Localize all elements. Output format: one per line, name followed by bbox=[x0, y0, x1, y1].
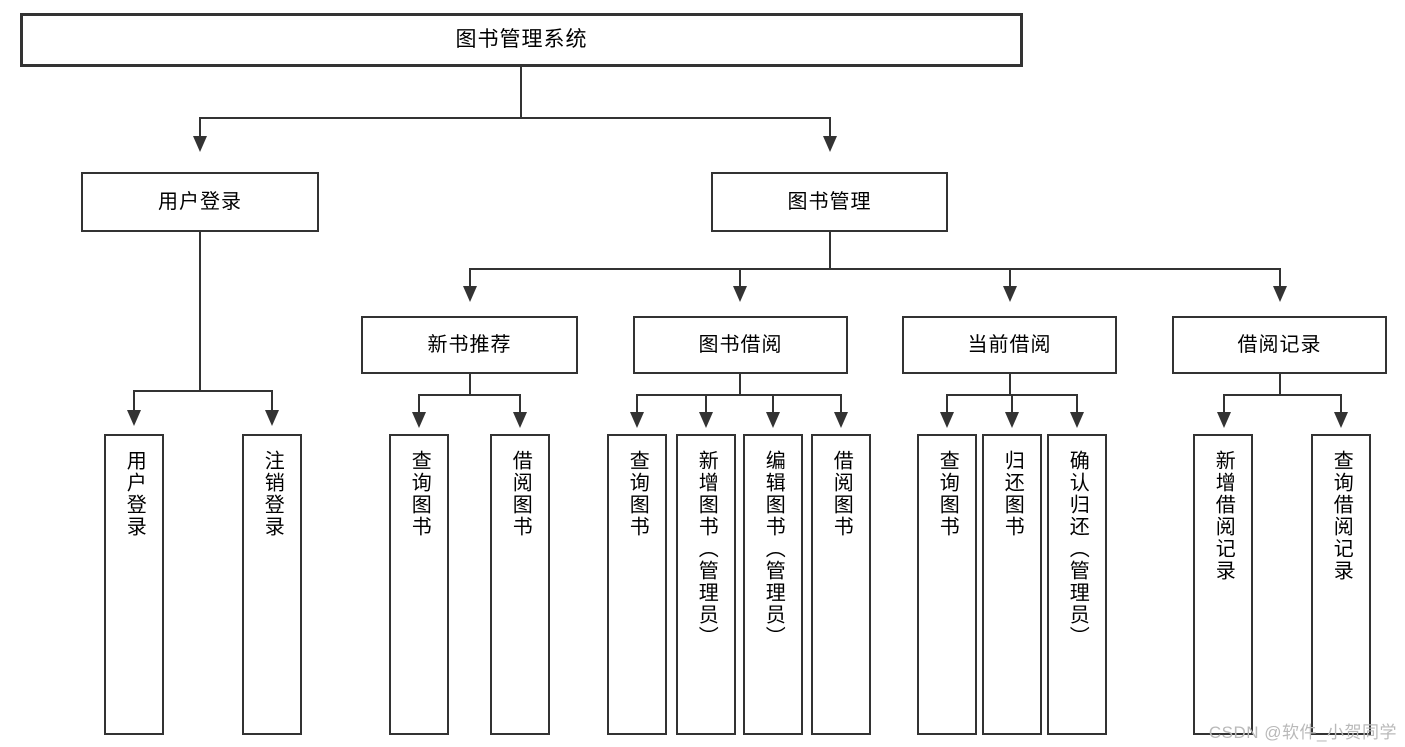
node-current-borrow[interactable]: 当前借阅 bbox=[902, 316, 1117, 374]
connector-level1-drop-left bbox=[199, 117, 201, 138]
connector-book-borrow-drop-4 bbox=[840, 394, 842, 414]
node-label: 新书推荐 bbox=[427, 333, 512, 356]
leaf-add-book-admin[interactable]: 新增图书（管理员） bbox=[676, 434, 736, 735]
connector-level1-drop-right bbox=[829, 117, 831, 138]
node-label: 当前借阅 bbox=[967, 333, 1052, 356]
connector-new-book-rec-drop-1 bbox=[418, 394, 420, 414]
leaf-user-login[interactable]: 用户登录 bbox=[104, 434, 164, 735]
arrow-to-new-book-rec bbox=[463, 286, 477, 302]
arrow-to-leaf-borrow-book-2 bbox=[834, 412, 848, 428]
connector-book-borrow-bus bbox=[636, 394, 842, 396]
arrow-to-leaf-logout bbox=[265, 410, 279, 426]
node-label: 借阅图书 bbox=[509, 450, 532, 538]
connector-level3-drop-4 bbox=[1279, 268, 1281, 288]
node-label: 借阅图书 bbox=[830, 450, 853, 538]
node-label: 图书借阅 bbox=[698, 333, 783, 356]
arrow-to-leaf-query-book-1 bbox=[412, 412, 426, 428]
arrow-to-current-borrow bbox=[1003, 286, 1017, 302]
node-label: 新增借阅记录 bbox=[1212, 450, 1235, 582]
connector-borrow-record-stem bbox=[1279, 374, 1281, 396]
node-borrow-record[interactable]: 借阅记录 bbox=[1172, 316, 1387, 374]
arrow-to-leaf-borrow-book-1 bbox=[513, 412, 527, 428]
node-user-login[interactable]: 用户登录 bbox=[81, 172, 319, 232]
connector-current-borrow-drop-1 bbox=[946, 394, 948, 414]
connector-user-login-stem bbox=[199, 232, 201, 392]
node-label: 借阅记录 bbox=[1237, 333, 1322, 356]
node-book-borrow[interactable]: 图书借阅 bbox=[633, 316, 848, 374]
arrow-to-leaf-add-book bbox=[699, 412, 713, 428]
connector-current-borrow-drop-2 bbox=[1011, 394, 1013, 414]
connector-book-borrow-stem bbox=[739, 374, 741, 396]
leaf-query-book-borrow[interactable]: 查询图书 bbox=[607, 434, 667, 735]
connector-new-book-rec-stem bbox=[469, 374, 471, 396]
leaf-query-book-current[interactable]: 查询图书 bbox=[917, 434, 977, 735]
connector-level3-bus bbox=[469, 268, 1281, 270]
connector-new-book-rec-bus bbox=[418, 394, 521, 396]
connector-borrow-record-bus bbox=[1223, 394, 1342, 396]
connector-level1-bus bbox=[199, 117, 831, 119]
connector-user-login-bus bbox=[133, 390, 271, 392]
arrow-to-borrow-record bbox=[1273, 286, 1287, 302]
arrow-to-leaf-query-book-2 bbox=[630, 412, 644, 428]
arrow-to-leaf-edit-book bbox=[766, 412, 780, 428]
node-label: 注销登录 bbox=[261, 450, 284, 538]
arrow-to-leaf-confirm-return bbox=[1070, 412, 1084, 428]
node-label: 确认归还（管理员） bbox=[1066, 450, 1089, 648]
node-label: 用户登录 bbox=[123, 450, 146, 538]
connector-book-borrow-drop-1 bbox=[636, 394, 638, 414]
arrow-to-user-login bbox=[193, 136, 207, 152]
leaf-confirm-return-admin[interactable]: 确认归还（管理员） bbox=[1047, 434, 1107, 735]
connector-root-stem bbox=[520, 67, 522, 118]
node-new-book-recommendation[interactable]: 新书推荐 bbox=[361, 316, 578, 374]
leaf-query-borrow-record[interactable]: 查询借阅记录 bbox=[1311, 434, 1371, 735]
leaf-logout[interactable]: 注销登录 bbox=[242, 434, 302, 735]
arrow-to-leaf-query-borrow-record bbox=[1334, 412, 1348, 428]
node-label: 查询借阅记录 bbox=[1330, 450, 1353, 582]
arrow-to-leaf-add-borrow-record bbox=[1217, 412, 1231, 428]
connector-book-borrow-drop-2 bbox=[705, 394, 707, 414]
node-label: 图书管理系统 bbox=[455, 27, 588, 51]
leaf-borrow-book-recommendation[interactable]: 借阅图书 bbox=[490, 434, 550, 735]
node-label: 编辑图书（管理员） bbox=[762, 450, 785, 648]
connector-user-login-drop-1 bbox=[133, 390, 135, 412]
connector-current-borrow-drop-3 bbox=[1076, 394, 1078, 414]
leaf-query-book-recommendation[interactable]: 查询图书 bbox=[389, 434, 449, 735]
node-label: 查询图书 bbox=[936, 450, 959, 538]
node-label: 查询图书 bbox=[408, 450, 431, 538]
connector-borrow-record-drop-2 bbox=[1340, 394, 1342, 414]
connector-user-login-drop-2 bbox=[271, 390, 273, 412]
connector-book-management-stem bbox=[829, 232, 831, 270]
leaf-borrow-book[interactable]: 借阅图书 bbox=[811, 434, 871, 735]
connector-current-borrow-stem bbox=[1009, 374, 1011, 396]
connector-level3-drop-2 bbox=[739, 268, 741, 288]
connector-book-borrow-drop-3 bbox=[772, 394, 774, 414]
connector-borrow-record-drop-1 bbox=[1223, 394, 1225, 414]
node-label: 新增图书（管理员） bbox=[695, 450, 718, 648]
connector-level3-drop-1 bbox=[469, 268, 471, 288]
node-label: 查询图书 bbox=[626, 450, 649, 538]
watermark-text: CSDN @软件_小贺同学 bbox=[1208, 723, 1397, 742]
leaf-edit-book-admin[interactable]: 编辑图书（管理员） bbox=[743, 434, 803, 735]
leaf-add-borrow-record[interactable]: 新增借阅记录 bbox=[1193, 434, 1253, 735]
node-root-book-management-system[interactable]: 图书管理系统 bbox=[20, 13, 1023, 67]
connector-new-book-rec-drop-2 bbox=[519, 394, 521, 414]
arrow-to-leaf-query-book-3 bbox=[940, 412, 954, 428]
arrow-to-book-management bbox=[823, 136, 837, 152]
arrow-to-leaf-return-book bbox=[1005, 412, 1019, 428]
node-label: 归还图书 bbox=[1001, 450, 1024, 538]
arrow-to-leaf-user-login bbox=[127, 410, 141, 426]
connector-level3-drop-3 bbox=[1009, 268, 1011, 288]
arrow-to-book-borrow bbox=[733, 286, 747, 302]
node-label: 图书管理 bbox=[787, 190, 872, 213]
node-book-management[interactable]: 图书管理 bbox=[711, 172, 948, 232]
leaf-return-book[interactable]: 归还图书 bbox=[982, 434, 1042, 735]
node-label: 用户登录 bbox=[158, 190, 242, 213]
